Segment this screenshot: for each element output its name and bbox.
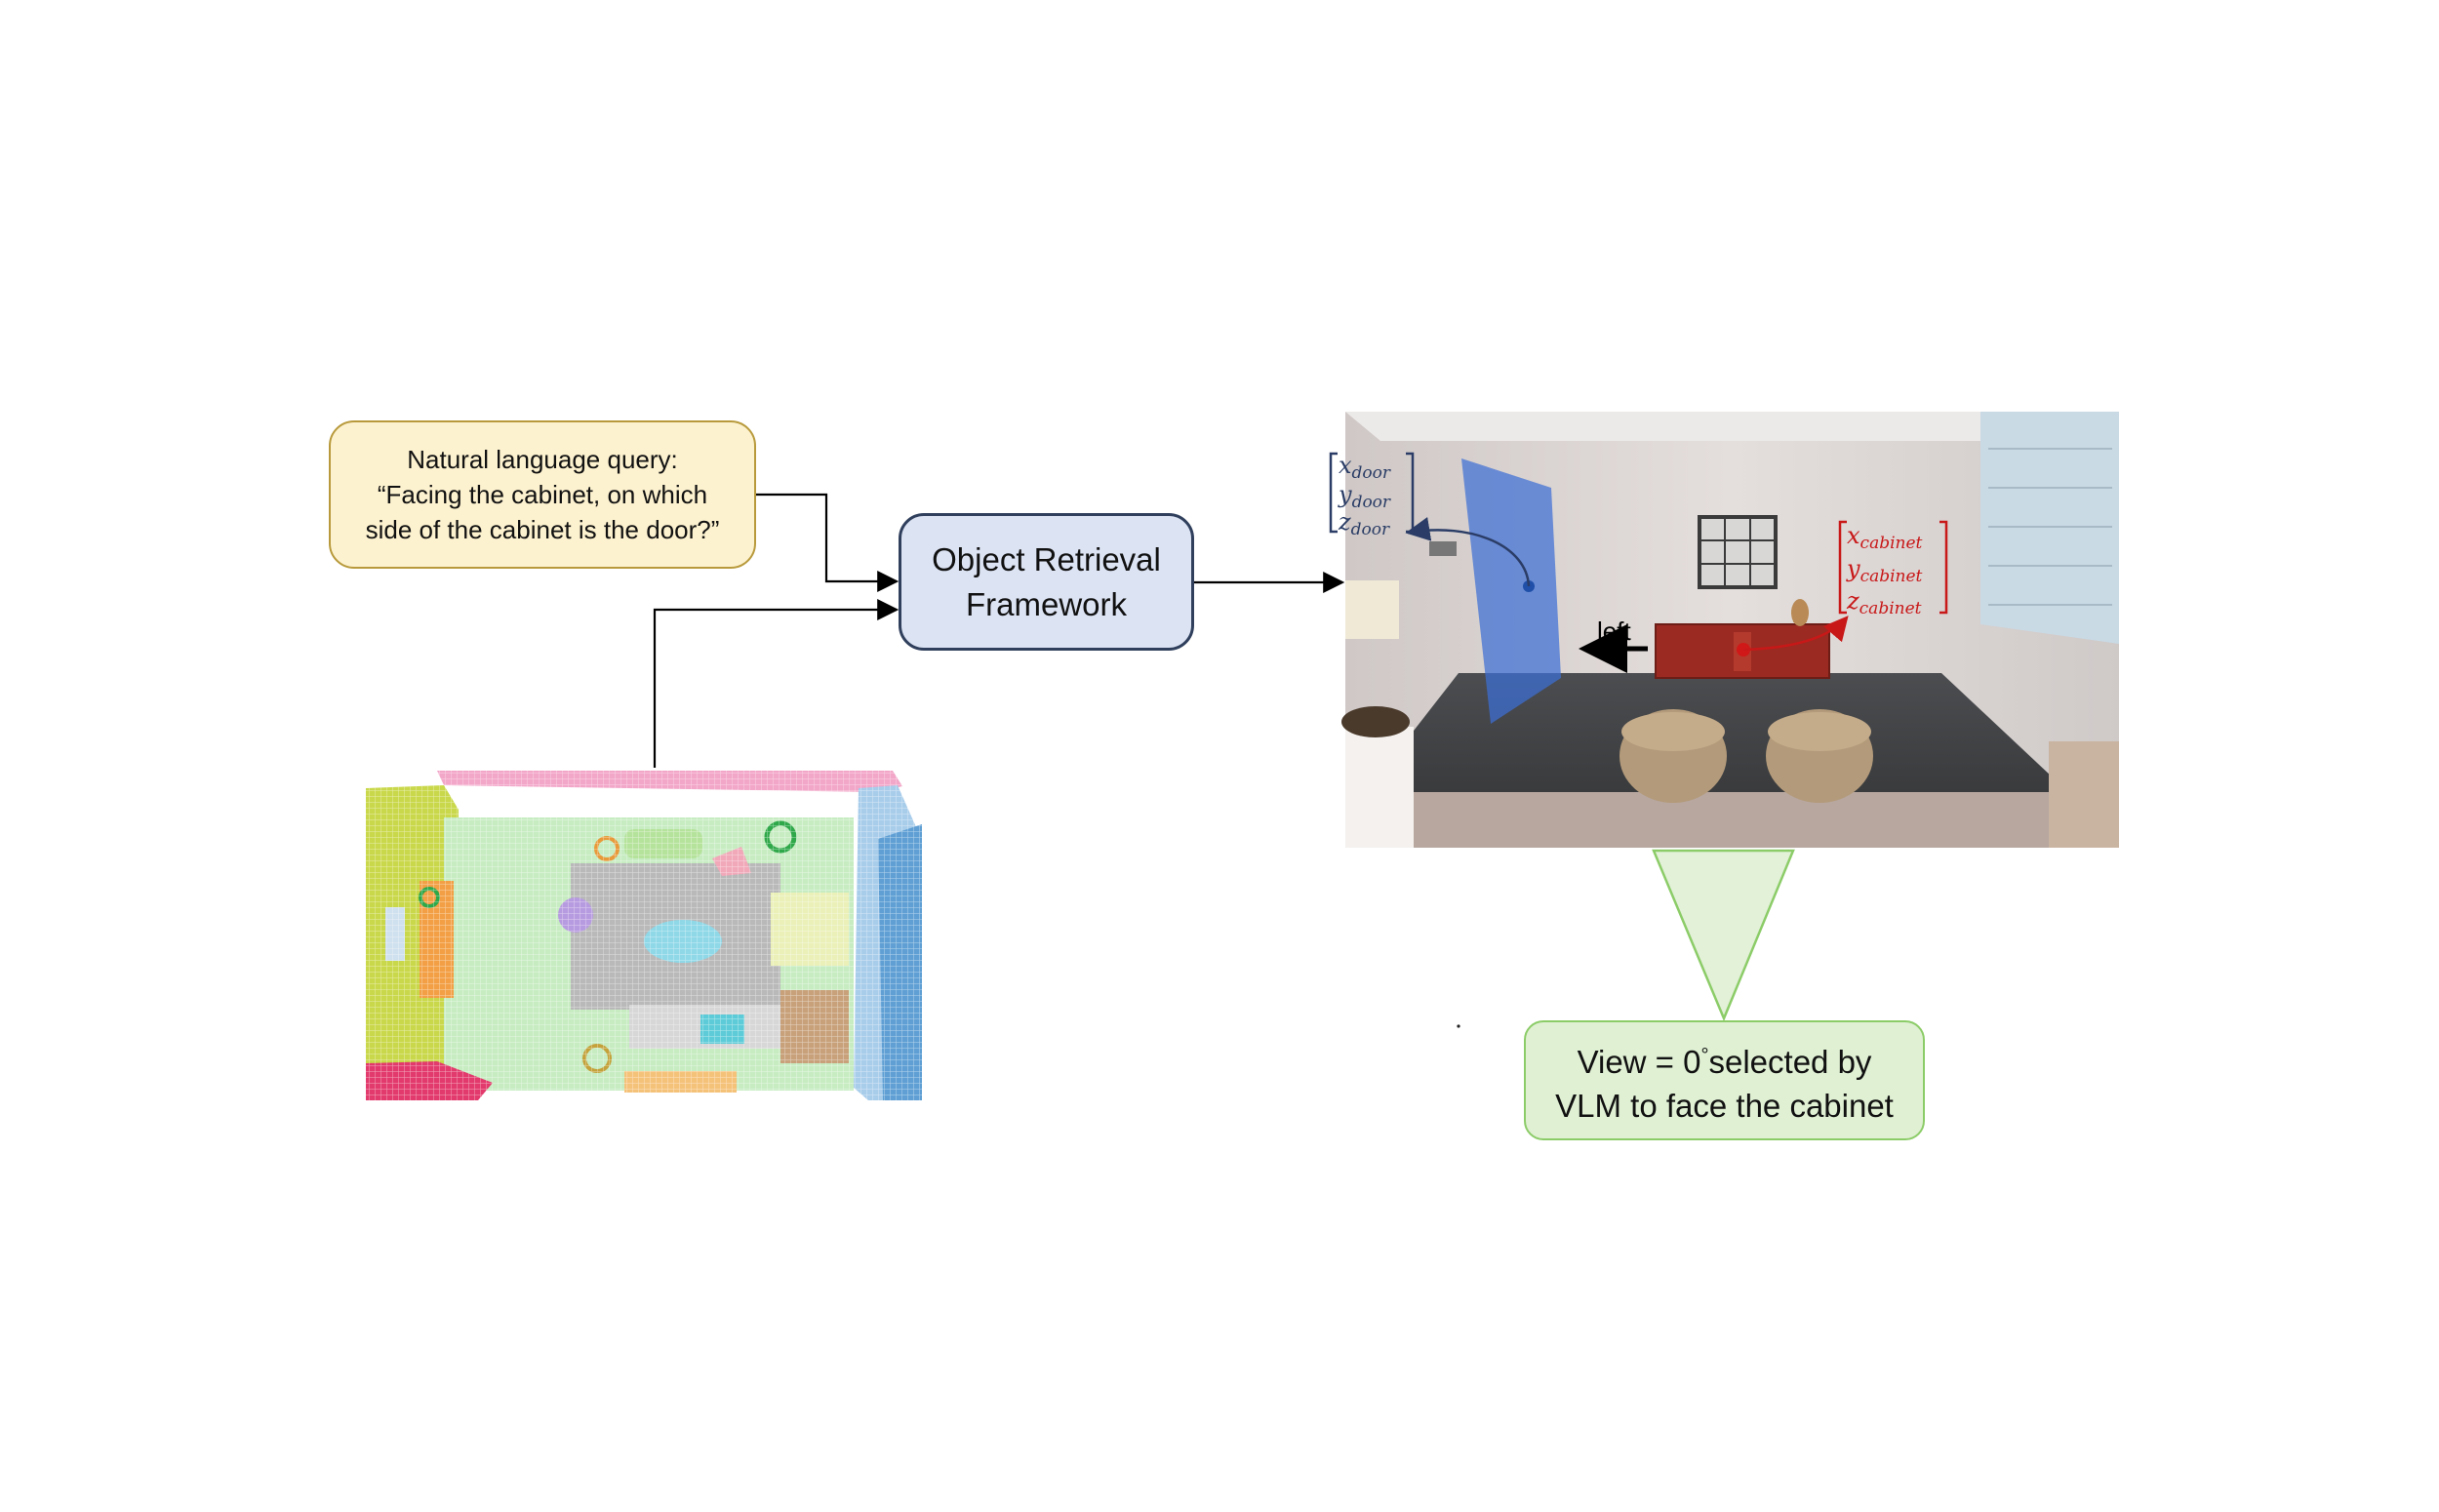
scene-render <box>1341 412 2119 848</box>
door-coord-arrow <box>1405 517 1531 587</box>
door-x-label: xdoor <box>1339 452 1391 483</box>
object-retrieval-framework-box: Object Retrieval Framework <box>899 513 1194 651</box>
query-box: Natural language query: “Facing the cabi… <box>329 420 756 569</box>
cabinet-coord-arrow <box>1742 616 1849 652</box>
door-y-label: ydoor <box>1338 481 1391 512</box>
direction-label: left <box>1597 617 1631 646</box>
cabinet-x-label: xcabinet <box>1847 522 1923 553</box>
cabinet-y-label: ycabinet <box>1846 555 1923 586</box>
query-line-1: Natural language query: <box>407 445 678 474</box>
view-line-1: View = 0°selected by <box>1577 1043 1872 1080</box>
framework-line-1: Object Retrieval <box>932 540 1161 577</box>
cabinet-coord-bracket <box>1838 520 1948 615</box>
query-to-framework-arrow <box>756 493 900 592</box>
view-cone <box>1652 849 1795 1022</box>
room-point-cloud <box>366 771 922 1100</box>
pointcloud-to-framework-arrow <box>653 599 900 768</box>
framework-line-2: Framework <box>965 585 1128 622</box>
view-selection-box: View = 0°selected by VLM to face the cab… <box>1524 1020 1925 1140</box>
query-line-2: “Facing the cabinet, on which <box>377 480 708 509</box>
door-coord-bracket <box>1329 452 1415 534</box>
query-line-3: side of the cabinet is the door?” <box>365 515 720 544</box>
door-highlight <box>1461 458 1561 724</box>
door-z-label: zdoor <box>1338 508 1390 539</box>
cabinet-z-label: zcabinet <box>1846 587 1922 618</box>
view-line-2: VLM to face the cabinet <box>1555 1087 1894 1124</box>
